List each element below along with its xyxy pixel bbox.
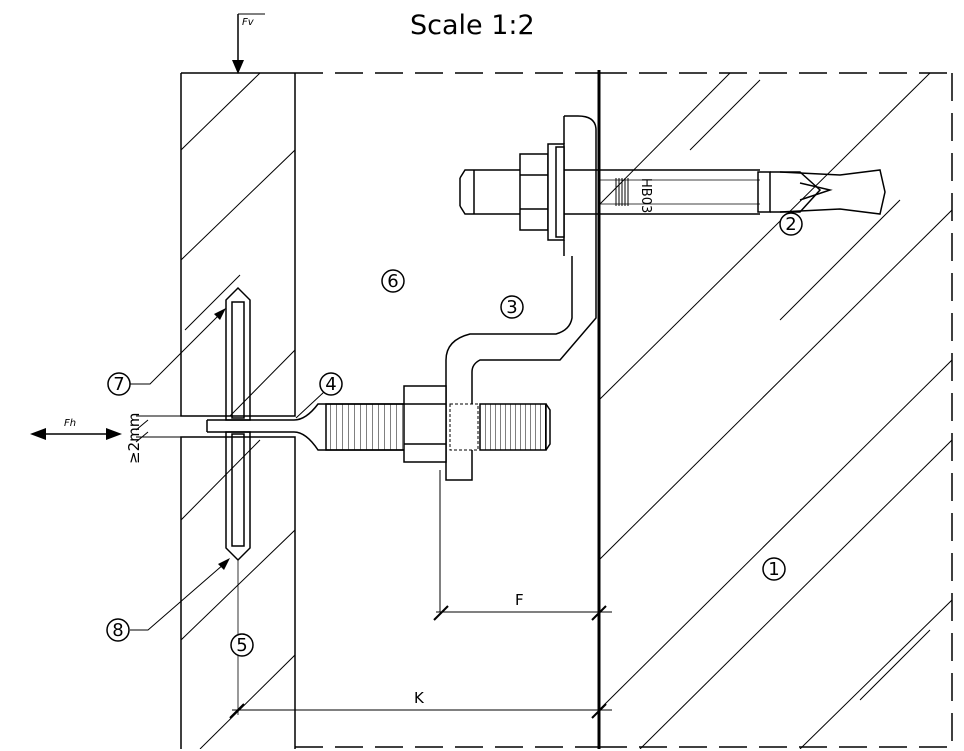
dowel-pin-lower [225, 431, 251, 562]
callout-1: 1 [762, 557, 786, 581]
svg-text:6: 6 [387, 271, 398, 292]
dowel-pin-upper [225, 286, 251, 421]
svg-text:4: 4 [325, 374, 336, 395]
callout-6: 6 [381, 269, 405, 293]
force-fh-arrow [30, 428, 122, 440]
dimension-k [229, 703, 612, 719]
stone-panel-upper [180, 72, 296, 417]
leader-arrow-8 [218, 558, 230, 570]
svg-text:7: 7 [113, 374, 124, 395]
callout-5: 5 [230, 633, 254, 657]
anchor-mark: HB03 [638, 178, 653, 213]
svg-text:5: 5 [236, 635, 247, 656]
callout-8: 8 [106, 618, 130, 642]
svg-text:3: 3 [506, 297, 517, 318]
callout-3: 3 [500, 295, 524, 319]
svg-text:1: 1 [768, 559, 779, 580]
svg-text:8: 8 [112, 620, 123, 641]
force-fv-label: Fv [242, 17, 255, 28]
dimension-k-label: K [414, 689, 425, 707]
force-fh-label: Fh [64, 418, 76, 429]
gap-label: ≥2mm [125, 413, 143, 464]
svg-text:2: 2 [785, 214, 796, 235]
leader-arrow-7 [214, 308, 226, 320]
concrete-wall [597, 70, 953, 749]
drawing-title: Scale 1:2 [410, 10, 535, 41]
callout-leaders [130, 313, 325, 631]
stone-panel-lower [180, 436, 296, 749]
gap-dimension [135, 415, 181, 443]
force-fv-arrow [232, 13, 265, 74]
dimension-f [433, 470, 612, 621]
wedge-anchor [459, 143, 886, 241]
dimension-f-label: F [515, 591, 524, 609]
callout-7: 7 [107, 372, 131, 396]
callout-2: 2 [779, 212, 803, 236]
callout-4: 4 [319, 372, 343, 396]
threaded-rod [206, 385, 551, 463]
